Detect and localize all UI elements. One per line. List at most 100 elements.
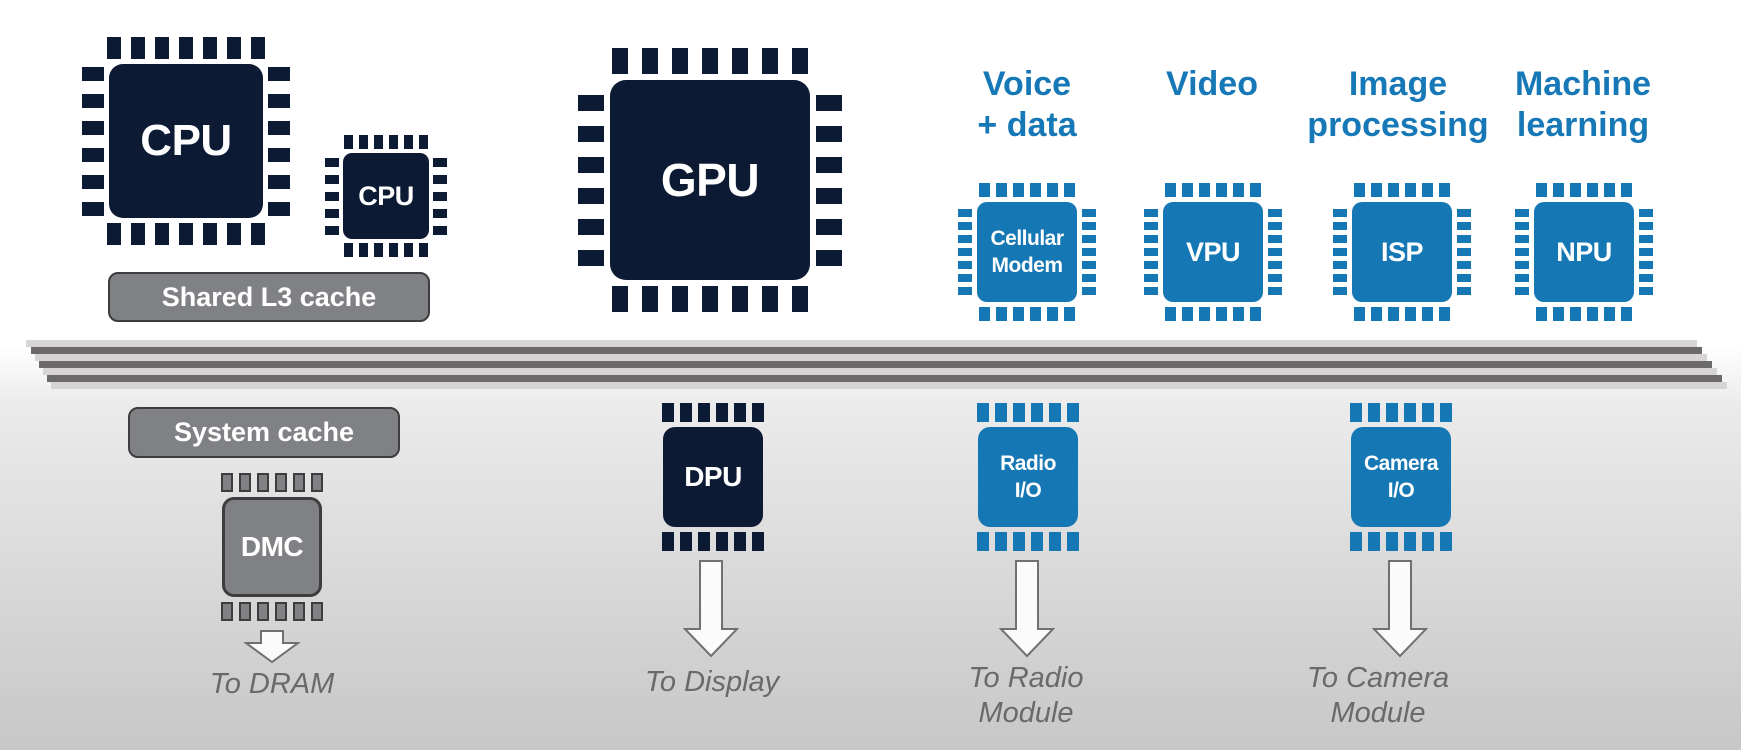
dpu-label: DPU: [684, 461, 742, 492]
title-line: processing: [1307, 106, 1489, 144]
chip-pins-icon: [1165, 183, 1261, 197]
title-line: Machine: [1514, 65, 1652, 103]
caption-line: To DRAM: [209, 668, 335, 700]
caption-to-display: To Display: [602, 665, 822, 700]
dmc-label: DMC: [240, 531, 304, 562]
dmc-body: DMC: [222, 497, 322, 597]
bus-stripe: [51, 382, 1727, 389]
system-cache-label: System cache: [173, 417, 355, 447]
npu-body: NPU: [1534, 202, 1634, 302]
system-cache-box: System cache: [128, 407, 400, 458]
shared-l3-cache-label: Shared L3 cache: [161, 281, 377, 312]
radio-io-body: Radio I/O: [978, 427, 1078, 527]
title-line: Voice: [982, 65, 1072, 103]
camera-io-body: Camera I/O: [1351, 427, 1451, 527]
chip-pins-icon: [662, 403, 764, 422]
dmc-chip-icon: DMC: [221, 473, 323, 621]
accelerator-title-image-processing: Image processing: [1278, 64, 1518, 146]
chip-pins-icon: [344, 135, 428, 149]
chip-pins-icon: [107, 223, 265, 245]
chip-pins-icon: [1333, 209, 1347, 295]
gpu-chip-icon: GPU: [578, 48, 842, 312]
chip-pins-icon: [1165, 307, 1261, 321]
bus-stripe: [31, 347, 1702, 354]
chip-pins-icon: [325, 157, 339, 235]
cellular-modem-label: Cellular: [990, 227, 1064, 250]
down-arrow-icon: [999, 560, 1055, 658]
vpu-body: VPU: [1163, 202, 1263, 302]
cpu-large-label: CPU: [140, 116, 232, 165]
cpu-large-chip-icon: CPU: [82, 37, 290, 245]
down-arrow-icon: [244, 630, 300, 664]
caption-line: To Display: [644, 666, 780, 698]
chip-pins-icon: [1082, 209, 1096, 295]
cpu-small-body: CPU: [343, 153, 429, 239]
cpu-small-chip-icon: CPU: [325, 135, 447, 257]
chip-pins-icon: [1144, 209, 1158, 295]
isp-chip-icon: ISP: [1333, 183, 1471, 321]
caption-to-radio-module: To Radio Module: [916, 661, 1136, 731]
chip-pins-icon: [977, 532, 1079, 551]
bus-stripe: [43, 368, 1717, 375]
caption-line: Module: [1330, 697, 1426, 729]
chip-pins-icon: [221, 473, 323, 492]
chip-pins-icon: [1268, 209, 1282, 295]
vpu-chip-icon: VPU: [1144, 183, 1282, 321]
chip-pins-icon: [433, 157, 447, 235]
cellular-modem-label: Modem: [991, 254, 1064, 277]
chip-pins-icon: [958, 209, 972, 295]
caption-line: To Camera: [1306, 662, 1450, 694]
radio-io-chip-icon: Radio I/O: [977, 403, 1079, 551]
isp-body: ISP: [1352, 202, 1452, 302]
cellular-modem-chip-icon: Cellular Modem: [958, 183, 1096, 321]
chip-pins-icon: [1354, 183, 1450, 197]
isp-label: ISP: [1380, 236, 1424, 267]
radio-io-label: I/O: [1014, 479, 1042, 502]
chip-pins-icon: [662, 532, 764, 551]
chip-pins-icon: [107, 37, 265, 59]
chip-pins-icon: [1354, 307, 1450, 321]
chip-pins-icon: [268, 66, 290, 216]
title-line: Video: [1166, 65, 1258, 103]
camera-io-label: I/O: [1387, 479, 1415, 502]
chip-pins-icon: [221, 602, 323, 621]
camera-io-chip-icon: Camera I/O: [1350, 403, 1452, 551]
title-line: learning: [1516, 106, 1650, 144]
down-arrow-icon: [1372, 560, 1428, 658]
npu-chip-icon: NPU: [1515, 183, 1653, 321]
cpu-large-body: CPU: [109, 64, 263, 218]
chip-pins-icon: [82, 66, 104, 216]
gpu-body: GPU: [610, 80, 810, 280]
bus-stripe: [39, 361, 1712, 368]
chip-pins-icon: [344, 243, 428, 257]
down-arrow-icon: [683, 560, 739, 658]
npu-label: NPU: [1556, 236, 1612, 267]
title-line: Image: [1348, 65, 1448, 103]
gpu-label: GPU: [660, 154, 760, 206]
shared-l3-cache-box: Shared L3 cache: [108, 272, 430, 322]
caption-line: To Radio: [968, 662, 1084, 694]
chip-pins-icon: [1515, 209, 1529, 295]
chip-pins-icon: [578, 94, 604, 266]
caption-to-dram: To DRAM: [162, 667, 382, 702]
accelerator-title-voice-data: Voice + data: [907, 64, 1147, 146]
chip-pins-icon: [612, 286, 808, 312]
caption-to-camera-module: To Camera Module: [1268, 661, 1488, 731]
caption-line: Module: [978, 697, 1074, 729]
chip-pins-icon: [977, 403, 1079, 422]
chip-pins-icon: [1350, 532, 1452, 551]
cpu-small-label: CPU: [358, 180, 414, 211]
camera-io-label: Camera: [1363, 452, 1439, 475]
vpu-label: VPU: [1185, 236, 1241, 267]
cellular-modem-body: Cellular Modem: [977, 202, 1077, 302]
chip-pins-icon: [979, 183, 1075, 197]
chip-pins-icon: [979, 307, 1075, 321]
radio-io-label: Radio: [1000, 452, 1056, 475]
bus-stripe: [35, 354, 1707, 361]
dpu-body: DPU: [663, 427, 763, 527]
chip-pins-icon: [1457, 209, 1471, 295]
accelerator-title-video: Video: [1092, 64, 1332, 105]
chip-pins-icon: [1350, 403, 1452, 422]
accelerator-title-machine-learning: Machine learning: [1463, 64, 1703, 146]
